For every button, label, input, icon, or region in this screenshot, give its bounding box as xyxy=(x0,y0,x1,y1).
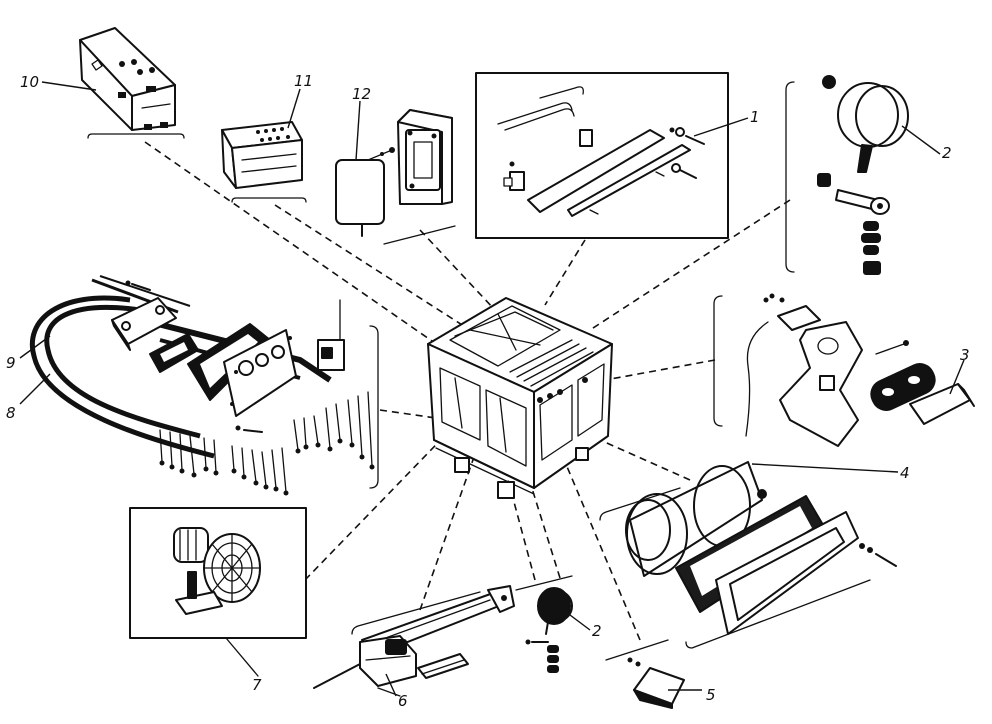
cab-body xyxy=(427,297,613,499)
callout-labels: 10 11 12 1 2 3 4 5 2 6 7 9 8 xyxy=(6,72,970,710)
part-6-wiper xyxy=(313,575,573,697)
part-8-9-wiring-harness xyxy=(30,275,379,496)
part-1-mounting-kit xyxy=(475,72,729,239)
callout-leaders xyxy=(19,81,965,697)
callout-10: 10 xyxy=(20,73,39,91)
callout-2-top: 2 xyxy=(942,144,952,162)
part-3-bracket-and-marker-lamp xyxy=(713,293,975,447)
part-12-square-lamp xyxy=(335,109,456,245)
part-4-twin-headlamp xyxy=(599,461,897,649)
callout-5: 5 xyxy=(706,686,716,704)
callout-11: 11 xyxy=(294,72,313,90)
callout-3: 3 xyxy=(960,346,970,364)
callout-7: 7 xyxy=(252,676,262,694)
part-2-small-round-lamp xyxy=(525,587,573,673)
callout-4: 4 xyxy=(900,464,910,482)
callout-8: 8 xyxy=(6,404,16,422)
callout-12: 12 xyxy=(352,85,371,103)
callout-9: 9 xyxy=(6,354,16,372)
part-7-cab-fan xyxy=(129,507,307,677)
callout-2-bottom: 2 xyxy=(592,622,602,640)
part-10-switch-housing xyxy=(79,27,185,139)
part-2-round-work-light xyxy=(785,75,909,275)
callout-6: 6 xyxy=(398,692,408,710)
part-11-relay-block xyxy=(221,121,307,203)
callout-1: 1 xyxy=(750,108,760,126)
dashed-assembly-lines xyxy=(144,141,791,641)
part-5-marker-light xyxy=(605,639,685,709)
